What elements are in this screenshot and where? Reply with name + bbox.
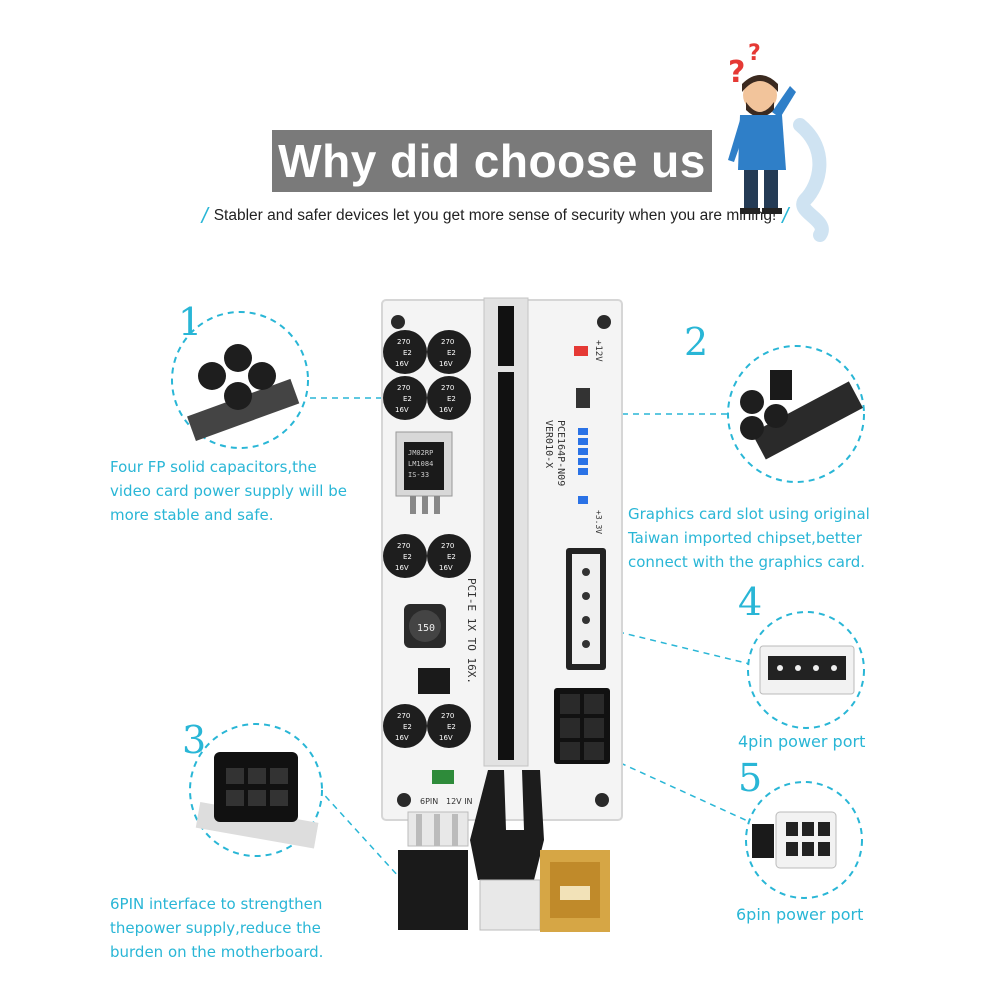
svg-text:LM1084: LM1084 (408, 460, 433, 468)
svg-text:16V: 16V (439, 564, 453, 572)
svg-text:270: 270 (441, 384, 454, 392)
callout-number-3: 3 (182, 718, 207, 762)
svg-text:270: 270 (397, 384, 410, 392)
page-subtitle: / Stabler and safer devices let you get … (155, 203, 835, 228)
page-title: Why did choose us (272, 130, 712, 192)
callout-circle-3 (189, 723, 323, 857)
svg-text:E2: E2 (447, 349, 456, 357)
callout-number-4: 4 (738, 580, 763, 624)
svg-text:E2: E2 (403, 723, 412, 731)
riser-board: 270 270 270 270 E2 E2 E2 E2 16V 16V 16V … (381, 297, 623, 932)
callout-number-1: 1 (178, 300, 203, 344)
svg-text:16V: 16V (395, 734, 409, 742)
svg-text:?: ? (728, 55, 745, 90)
blue-led-array (578, 428, 588, 475)
svg-text:270: 270 (397, 542, 410, 550)
callout-caption-2: Graphics card slot using original Taiwan… (628, 505, 870, 571)
svg-text:E2: E2 (447, 723, 456, 731)
svg-text:E2: E2 (403, 553, 412, 561)
svg-text:16V: 16V (395, 406, 409, 414)
svg-text:12V IN: 12V IN (446, 797, 473, 806)
callout-circle-2 (727, 345, 865, 483)
sixpin-connector-board (554, 688, 610, 764)
slash-right: / (782, 203, 789, 228)
voltage-regulator: JM02RP LM1084 IS-33 (395, 431, 453, 514)
svg-text:+3.3V: +3.3V (594, 510, 603, 534)
callout-circle-4 (747, 611, 865, 729)
callout-circle-5 (745, 781, 863, 899)
svg-text:150: 150 (417, 623, 435, 634)
svg-text:16V: 16V (439, 360, 453, 368)
svg-text:IS-33: IS-33 (408, 471, 429, 479)
svg-text:E2: E2 (403, 395, 412, 403)
svg-text:JM02RP: JM02RP (408, 449, 433, 457)
svg-text:PCI-E 1X TO 16X.: PCI-E 1X TO 16X. (465, 578, 478, 684)
callout-circle-1 (171, 311, 309, 449)
svg-text:16V: 16V (395, 360, 409, 368)
svg-text:+12V: +12V (593, 340, 603, 362)
confused-man-icon: ? ? (728, 41, 829, 242)
usb-port (540, 850, 610, 932)
svg-text:?: ? (748, 41, 761, 66)
svg-text:E2: E2 (447, 395, 456, 403)
svg-text:270: 270 (397, 338, 410, 346)
svg-text:PCE164P-N09: PCE164P-N09 (555, 420, 566, 486)
svg-text:E2: E2 (447, 553, 456, 561)
callout-caption-3: 6PIN interface to strengthen thepower su… (110, 895, 324, 961)
callout-caption-1: Four FP solid capacitors,the video card … (110, 458, 347, 524)
svg-text:16V: 16V (395, 564, 409, 572)
svg-text:6PIN: 6PIN (420, 797, 438, 806)
inductor: 150 (404, 604, 446, 648)
svg-text:270: 270 (441, 712, 454, 720)
svg-text:270: 270 (397, 712, 410, 720)
svg-text:270: 270 (441, 338, 454, 346)
callout-label-5: 6pin power port (736, 905, 864, 924)
svg-text:16V: 16V (439, 406, 453, 414)
svg-text:E2: E2 (403, 349, 412, 357)
callout-number-2: 2 (684, 320, 709, 364)
svg-text:270: 270 (441, 542, 454, 550)
callout-number-5: 5 (738, 756, 763, 800)
svg-text:16V: 16V (439, 734, 453, 742)
svg-text:VER010-X: VER010-X (543, 420, 554, 468)
callout-label-4: 4pin power port (738, 732, 866, 751)
subtitle-text: Stabler and safer devices let you get mo… (213, 207, 777, 224)
molex-4pin-connector (566, 548, 606, 670)
capacitor-group-top: 270 270 270 270 E2 E2 E2 E2 16V 16V 16V … (383, 330, 471, 420)
slash-left: / (201, 203, 208, 228)
